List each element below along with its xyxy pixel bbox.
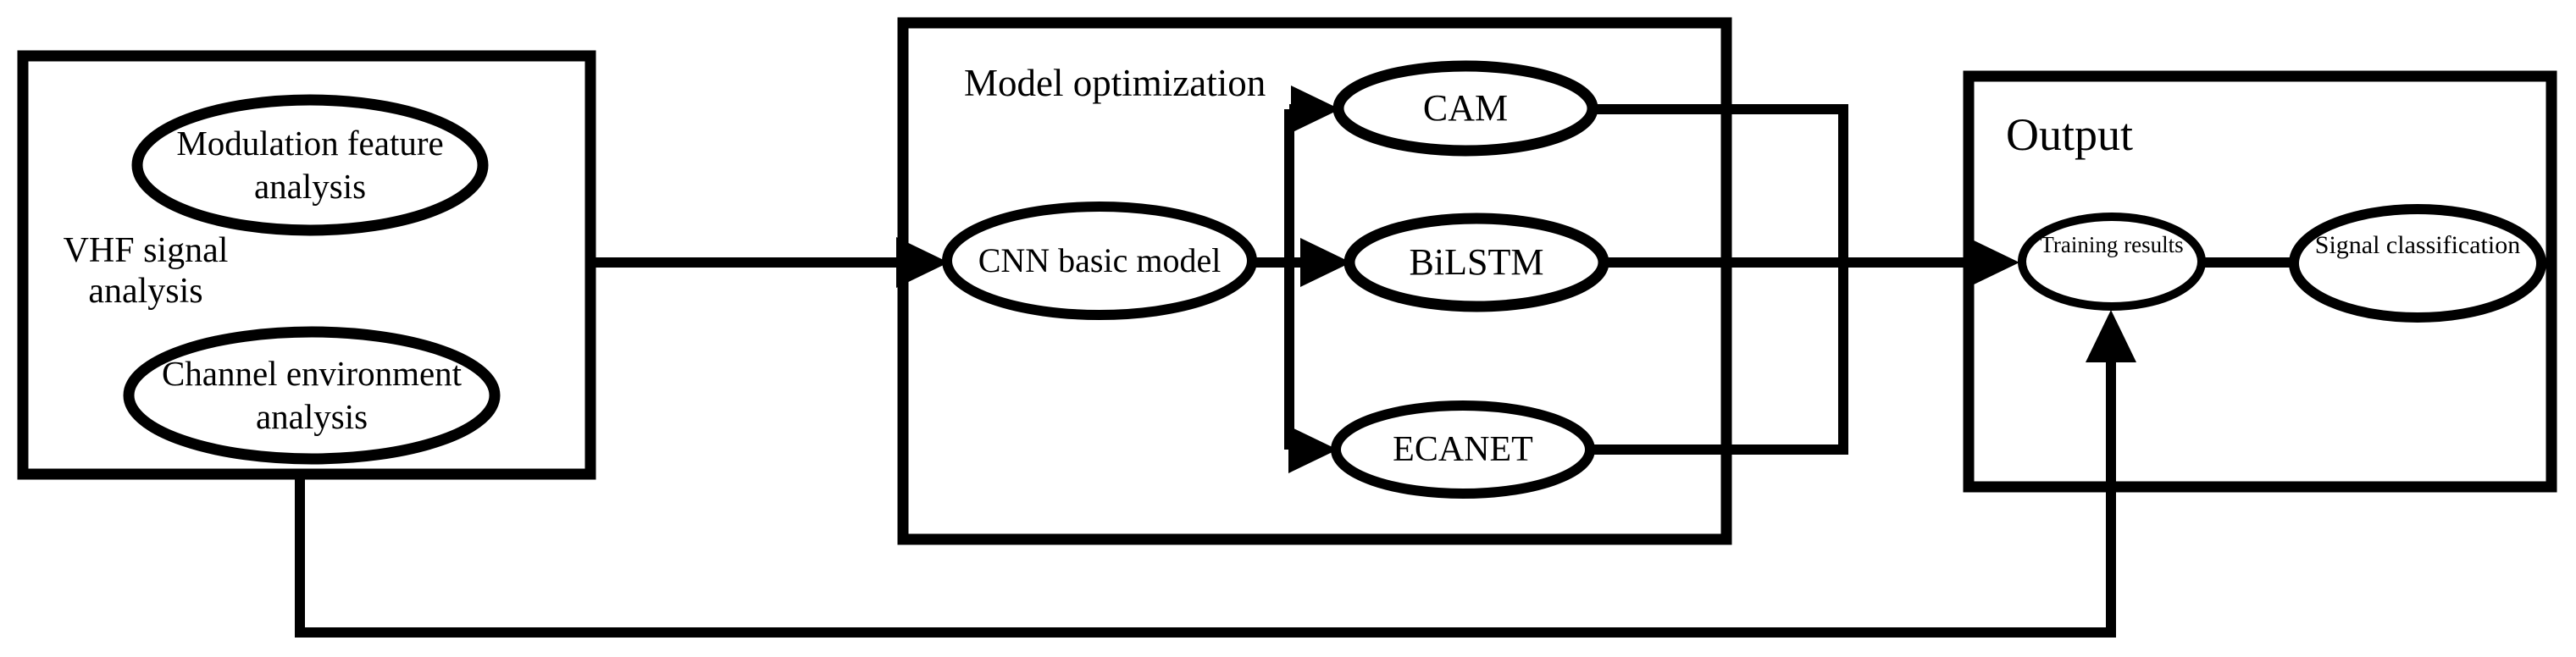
bilstm-label: BiLSTM [1409,241,1544,283]
cam-label: CAM [1422,87,1509,129]
signal-classification-node [2289,204,2546,323]
arrowhead-into-bilstm [1300,238,1351,287]
arrowhead-into-cnn [896,237,949,288]
cam-node [1332,60,1598,157]
training-results-node [2018,213,2206,311]
training-results-label: Training results [2040,232,2184,257]
edge-feedback [295,356,2116,638]
arrowhead-feedback-into-training [2086,310,2136,362]
ecanet-label: ECANET [1393,430,1533,469]
arrowhead-into-cam [1291,86,1340,133]
model-optimization-title: Model optimization [964,62,1266,104]
output-box-title: Output [2006,109,2134,160]
bilstm-node [1343,213,1609,312]
ecanet-node [1331,400,1595,499]
arrowhead-into-ecanet [1288,426,1338,473]
cnn-basic-model-node [942,202,1257,320]
channel-environment-label: Channel environment analysis [161,354,463,437]
vhf-signal-analysis-box [17,50,596,480]
channel-environment-analysis-node [123,326,501,465]
cnn-basic-model-label: CNN basic model [978,241,1222,279]
output-box [1963,70,2557,493]
arrowhead-into-training [1970,239,2019,286]
modulation-feature-analysis-node [131,94,489,236]
modulation-feature-label: Modulation feature analysis [176,124,444,207]
vhf-box-title: VHF signal analysis [63,231,229,312]
signal-classification-label: Signal classification [2314,231,2521,259]
